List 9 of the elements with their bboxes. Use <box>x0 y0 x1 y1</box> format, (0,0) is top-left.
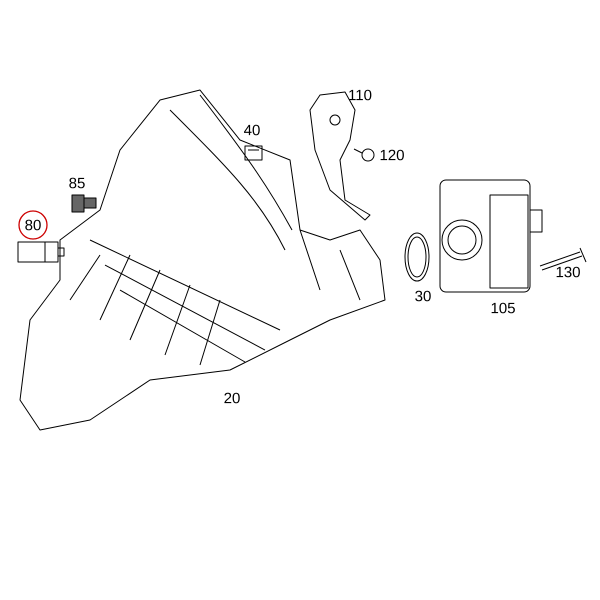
callout-number: 120 <box>380 150 404 160</box>
callout-number: 40 <box>244 124 260 136</box>
callout-number: 30 <box>415 290 431 302</box>
callout-number: 130 <box>556 266 580 278</box>
callout-number: 85 <box>69 178 85 188</box>
callout-number: 80 <box>25 220 41 230</box>
callout-number: 20 <box>224 392 240 404</box>
callout-number: 105 <box>492 302 515 314</box>
callout-number: 110 <box>349 90 372 100</box>
